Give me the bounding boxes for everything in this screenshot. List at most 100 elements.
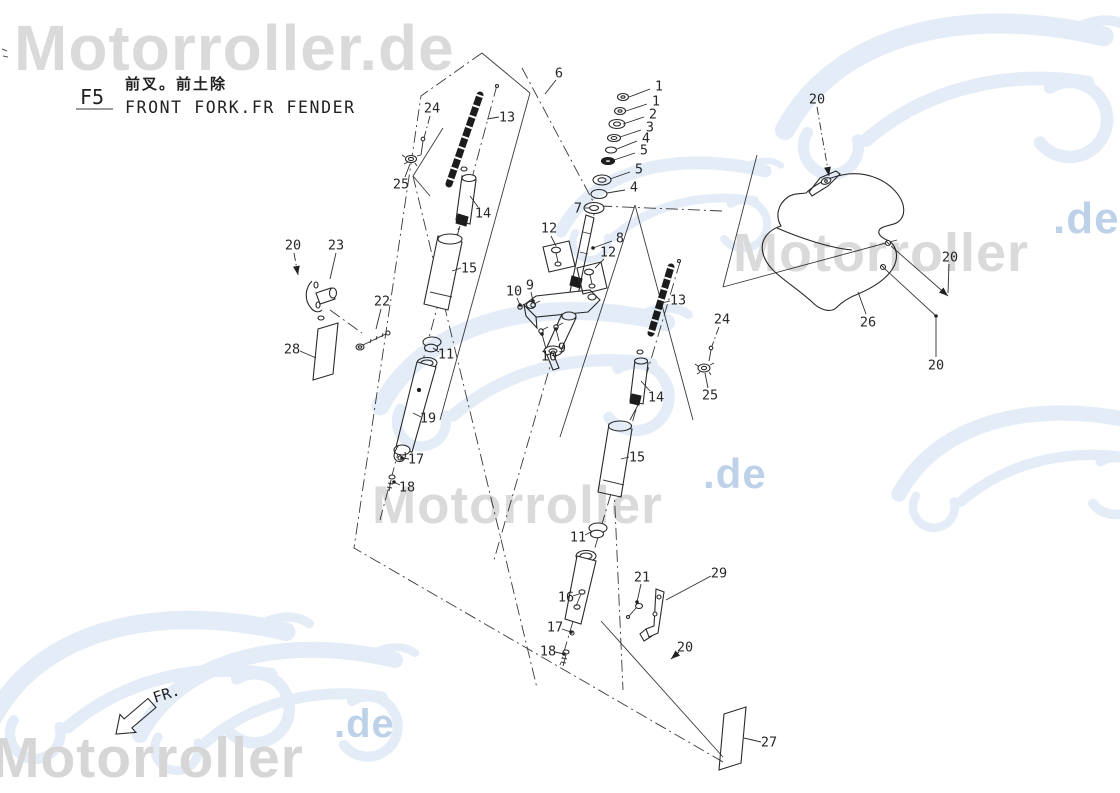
leader-line (625, 103, 648, 112)
leader-line (329, 252, 337, 280)
part-label-14: 14 (475, 206, 491, 222)
leader-line (375, 308, 382, 330)
part-label-11: 11 (570, 530, 586, 546)
leader-line (616, 140, 638, 150)
part-label-16: 16 (558, 590, 574, 606)
leader-arrowhead (938, 287, 948, 296)
leader-line (620, 456, 630, 460)
leader-line (606, 189, 626, 194)
scooter-watermark (899, 411, 1120, 528)
part-label-14: 14 (648, 390, 664, 406)
leader-line (711, 326, 720, 347)
part-label-20: 20 (677, 640, 693, 656)
leader-line (947, 263, 950, 294)
part-label-27: 27 (761, 735, 777, 751)
panel-line (559, 204, 636, 438)
leader-line (619, 129, 642, 138)
leader-dot (540, 332, 544, 336)
part-label-24: 24 (424, 101, 440, 117)
part-label-1: 1 (652, 94, 660, 110)
leader-dot (591, 246, 595, 250)
leader-line (544, 79, 557, 95)
leader-line (541, 333, 547, 350)
panel-line (412, 127, 444, 177)
part-label-29: 29 (711, 566, 727, 582)
leader-dot (635, 600, 639, 604)
panel-line (353, 52, 724, 763)
part-label-8: 8 (616, 231, 624, 247)
leader-line (743, 737, 762, 743)
part-label-22: 22 (374, 294, 390, 310)
leader-dot (934, 314, 938, 318)
part-label-25: 25 (393, 177, 409, 193)
title-chinese: 前叉。前土除 (125, 75, 227, 93)
leader-dot (569, 630, 573, 634)
watermark-layer: Motorroller.de Motorroller .de Motorroll… (0, 12, 1120, 790)
leader-dot (554, 327, 558, 331)
leader-line (423, 115, 431, 139)
part-label-19: 19 (420, 411, 436, 427)
part-label-28: 28 (284, 342, 300, 358)
leader-arrowhead (671, 650, 681, 659)
panel-line (521, 67, 596, 206)
part-label-25: 25 (702, 388, 718, 404)
panel-line (439, 92, 531, 421)
leader-line (665, 575, 712, 601)
part-label-17: 17 (408, 452, 424, 468)
leader-line (622, 116, 645, 125)
part-label-12: 12 (541, 221, 557, 237)
part-label-15: 15 (461, 261, 477, 277)
part-label-20: 20 (285, 238, 301, 254)
part-label-10: 10 (506, 284, 522, 300)
watermark-right: Motorroller (733, 223, 1029, 283)
part-label-2: 2 (649, 107, 657, 123)
part-label-15: 15 (629, 450, 645, 466)
panel-line (481, 52, 531, 94)
leader-line (572, 593, 580, 597)
leader-dot (531, 299, 535, 303)
leader-line (299, 350, 317, 359)
right-hardware (625, 345, 747, 771)
part-label-26: 26 (860, 315, 876, 331)
left-hardware (305, 136, 426, 381)
panel-line (412, 175, 538, 689)
leader-line (661, 300, 671, 304)
panel-line (329, 309, 363, 334)
panel-line (611, 439, 624, 691)
part-label-20: 20 (928, 358, 944, 374)
part-label-24: 24 (714, 312, 730, 328)
part-label-4: 4 (642, 131, 650, 147)
panel-line (722, 154, 758, 288)
leader-line (584, 531, 592, 536)
page-code: F5 (80, 85, 104, 109)
leader-line (628, 88, 651, 98)
part-label-21: 21 (634, 570, 650, 586)
part-label-13: 13 (499, 110, 515, 126)
part-number-callouts: 1123455476812129109101324251415111917182… (284, 66, 958, 751)
watermark-middle: Motorroller (372, 476, 663, 535)
leader-line (636, 583, 642, 603)
panel-line (884, 268, 937, 317)
panel-line (890, 245, 949, 297)
part-label-18: 18 (399, 480, 415, 496)
watermark-bottom-suffix: .de (334, 702, 395, 746)
bolt-box-12b (576, 261, 608, 295)
panel-line (600, 620, 724, 758)
leader-line (613, 152, 636, 161)
part-label-4: 4 (630, 180, 638, 196)
bolt-box-12a (542, 240, 576, 273)
leader-line (550, 235, 557, 247)
watermark-right-suffix: .de (1053, 194, 1120, 243)
watermark-top: Motorroller.de (14, 12, 455, 84)
leader-dot (562, 652, 566, 656)
leader-line (857, 291, 867, 315)
part-label-23: 23 (328, 238, 344, 254)
leader-line (640, 380, 651, 392)
part-label-9: 9 (558, 341, 566, 357)
part-label-6: 6 (555, 66, 563, 82)
part-label-20: 20 (942, 250, 958, 266)
corner-scan-marks (1, 48, 9, 58)
leader-line (469, 195, 479, 208)
